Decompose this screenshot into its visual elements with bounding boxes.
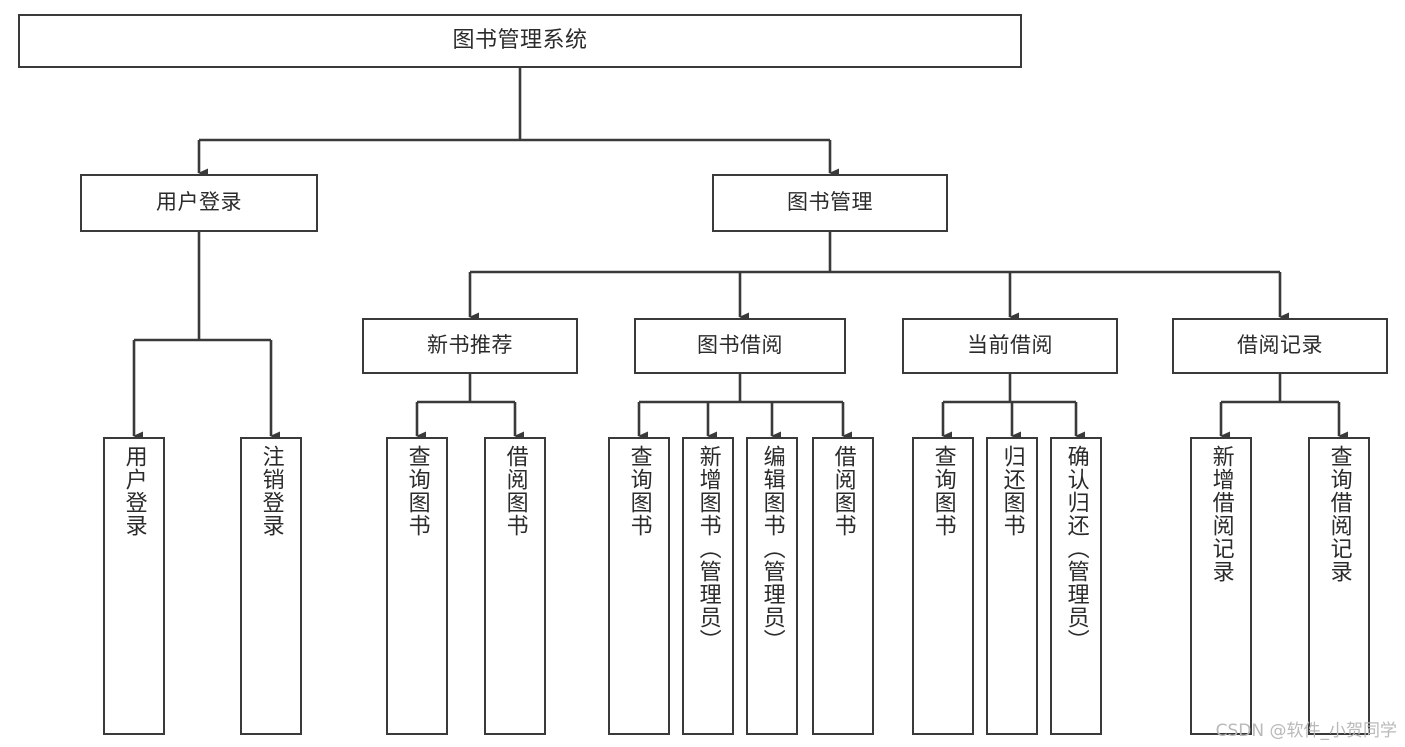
node-n2[interactable]: 借阅图书 — [484, 437, 546, 735]
node-bookmgmt[interactable]: 图书管理 — [712, 174, 948, 232]
node-borrow[interactable]: 图书借阅 — [634, 318, 846, 374]
node-label-n1: 查询图书 — [404, 445, 430, 537]
node-b1[interactable]: 查询图书 — [608, 437, 670, 735]
node-c3[interactable]: 确认归还（管理员） — [1050, 437, 1102, 735]
node-label-c2: 归还图书 — [999, 445, 1025, 537]
node-login[interactable]: 用户登录 — [80, 174, 318, 232]
node-label-c1: 查询图书 — [930, 445, 956, 537]
node-label-root: 图书管理系统 — [452, 27, 588, 53]
node-label-b2: 新增图书（管理员） — [695, 445, 721, 652]
node-root[interactable]: 图书管理系统 — [18, 14, 1022, 68]
node-newbook[interactable]: 新书推荐 — [362, 318, 578, 374]
node-b4[interactable]: 借阅图书 — [812, 437, 874, 735]
node-c1[interactable]: 查询图书 — [912, 437, 974, 735]
node-label-records: 借阅记录 — [1237, 333, 1323, 358]
node-label-l2: 注销登录 — [258, 445, 284, 537]
node-label-l1: 用户登录 — [121, 445, 147, 537]
node-label-r2: 查询借阅记录 — [1326, 445, 1352, 583]
node-current[interactable]: 当前借阅 — [902, 318, 1118, 374]
node-c2[interactable]: 归还图书 — [986, 437, 1038, 735]
node-label-login: 用户登录 — [156, 190, 242, 215]
node-label-borrow: 图书借阅 — [697, 333, 783, 358]
node-n1[interactable]: 查询图书 — [386, 437, 448, 735]
node-b3[interactable]: 编辑图书（管理员） — [746, 437, 798, 735]
node-label-b3: 编辑图书（管理员） — [759, 445, 785, 652]
node-r1[interactable]: 新增借阅记录 — [1190, 437, 1252, 735]
node-label-n2: 借阅图书 — [502, 445, 528, 537]
edge-lines — [132, 68, 1348, 441]
node-records[interactable]: 借阅记录 — [1172, 318, 1388, 374]
node-label-newbook: 新书推荐 — [427, 333, 513, 358]
node-r2[interactable]: 查询借阅记录 — [1308, 437, 1370, 735]
node-l1[interactable]: 用户登录 — [103, 437, 165, 735]
node-label-r1: 新增借阅记录 — [1208, 445, 1234, 583]
watermark-text: CSDN @软件_小贺同学 — [1215, 721, 1397, 741]
node-label-c3: 确认归还（管理员） — [1063, 445, 1089, 652]
node-b2[interactable]: 新增图书（管理员） — [682, 437, 734, 735]
node-label-b4: 借阅图书 — [830, 445, 856, 537]
node-label-bookmgmt: 图书管理 — [787, 190, 873, 215]
node-label-b1: 查询图书 — [626, 445, 652, 537]
node-l2[interactable]: 注销登录 — [240, 437, 302, 735]
node-label-current: 当前借阅 — [967, 333, 1053, 358]
